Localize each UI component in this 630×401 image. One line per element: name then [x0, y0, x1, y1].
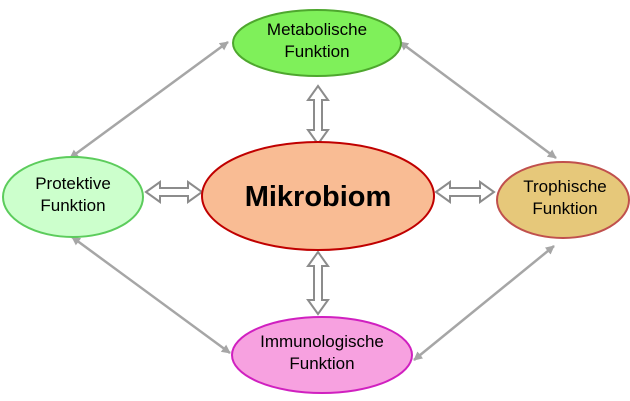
block-arrow-center-right: [434, 180, 496, 204]
block-arrow-center-bottom: [306, 250, 330, 316]
block-arrow-center-top: [306, 84, 330, 146]
node-microbiome: Mikrobiom: [201, 141, 435, 251]
node-immunological-function: Immunologische Funktion: [231, 316, 413, 394]
arrow-left-bottom: [71, 235, 231, 355]
node-protective-function: Protektive Funktion: [2, 156, 144, 238]
node-left-ellipse: [2, 156, 144, 238]
node-top-label-line2: Funktion: [284, 42, 349, 61]
node-left-label-line1: Protektive: [35, 174, 111, 193]
node-right-label-line2: Funktion: [532, 199, 597, 218]
node-right-label-line1: Trophische: [523, 177, 606, 196]
node-metabolic-function: Metabolische Funktion: [232, 9, 402, 77]
node-bottom-ellipse: [231, 316, 413, 394]
node-top-ellipse: [232, 9, 402, 77]
node-top-label-line1: Metabolische: [267, 20, 367, 39]
arrow-right-bottom: [413, 245, 555, 361]
node-center-label: Mikrobiom: [245, 181, 392, 213]
node-right-ellipse: [496, 161, 630, 239]
node-bottom-label-line1: Immunologische: [260, 332, 384, 351]
arrow-top-left: [69, 40, 229, 160]
node-trophic-function: Trophische Funktion: [496, 161, 630, 239]
arrow-top-right: [399, 40, 557, 160]
node-bottom-label-line2: Funktion: [289, 354, 354, 373]
node-center-ellipse: [201, 141, 435, 251]
block-arrow-center-left: [144, 180, 204, 204]
node-left-label-line2: Funktion: [40, 196, 105, 215]
